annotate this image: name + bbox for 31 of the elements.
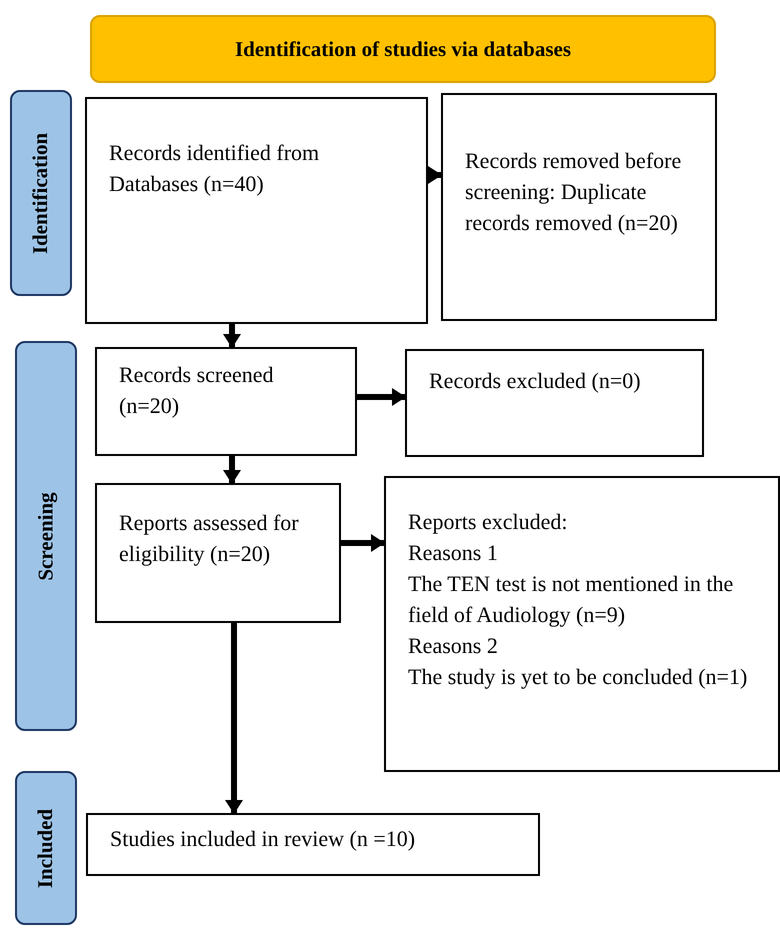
- phase-band: [15, 771, 77, 925]
- arrow: [225, 623, 243, 814]
- box-text: Reports excluded:: [408, 508, 568, 536]
- phase-label: Identification: [28, 132, 54, 254]
- process-box: [384, 476, 780, 772]
- arrow: [428, 166, 442, 184]
- process-box: [95, 347, 357, 456]
- box-text: Records screened (n=20): [119, 361, 275, 420]
- process-box: [86, 813, 540, 876]
- box-text: Records identified from Databases (n=40): [109, 139, 320, 198]
- arrow: [341, 534, 385, 552]
- phase-label: Screening: [34, 492, 58, 580]
- arrow: [223, 456, 241, 484]
- title-banner: Identification of studies via databases: [90, 15, 716, 83]
- box-text: The TEN test is not mentioned in the field of Audiology (n=9): [408, 570, 734, 629]
- arrow: [223, 324, 241, 348]
- box-text: Reasons 1: [408, 539, 499, 567]
- arrow: [357, 388, 406, 406]
- process-box: [405, 349, 704, 457]
- box-text: The study is yet to be concluded (n=1): [408, 663, 748, 691]
- phase-band: [10, 90, 72, 296]
- box-text: Studies included in review (n =10): [110, 825, 416, 853]
- phase-band: [15, 341, 77, 731]
- box-text: Records excluded (n=0): [429, 367, 642, 395]
- process-box: [95, 483, 341, 623]
- box-text: Reasons 2: [408, 632, 499, 660]
- process-box: [85, 97, 428, 324]
- box-text: Reports assessed for eligibility (n=20): [119, 509, 300, 568]
- box-text: Records removed before screening: Duplicate records removed (n=20): [465, 147, 682, 237]
- process-box: [441, 93, 717, 321]
- phase-label: Included: [34, 808, 58, 888]
